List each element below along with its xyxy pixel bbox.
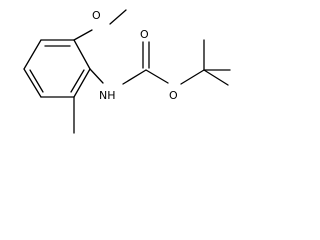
- ester-oxygen-label: O: [169, 89, 178, 102]
- nh-label: NH: [99, 89, 116, 102]
- carbonyl-to-ester-oxygen-bond: [145, 69, 169, 84]
- methoxy-oxygen-label: O: [92, 9, 101, 22]
- ring-bond: [23, 39, 42, 70]
- ring-bond: [73, 39, 91, 70]
- ring-to-nh-bond: [89, 68, 104, 84]
- carbonyl-oxygen-label: O: [140, 28, 149, 41]
- ring-bond: [23, 68, 42, 98]
- tbutyl-methyl-bond: [203, 69, 229, 86]
- benzene-ring: [23, 39, 91, 98]
- methoxy-methyl-bond: [109, 9, 127, 25]
- ester-oxygen-to-tbutyl-bond: [180, 69, 205, 85]
- chemical-structure: O NH O O: [23, 9, 231, 134]
- ring-bond: [73, 68, 91, 98]
- ring-double-bond: [70, 69, 85, 93]
- ring-to-methoxy-bond: [73, 29, 93, 41]
- ring-double-bond: [29, 69, 44, 93]
- nh-to-carbonyl-bond: [122, 69, 147, 85]
